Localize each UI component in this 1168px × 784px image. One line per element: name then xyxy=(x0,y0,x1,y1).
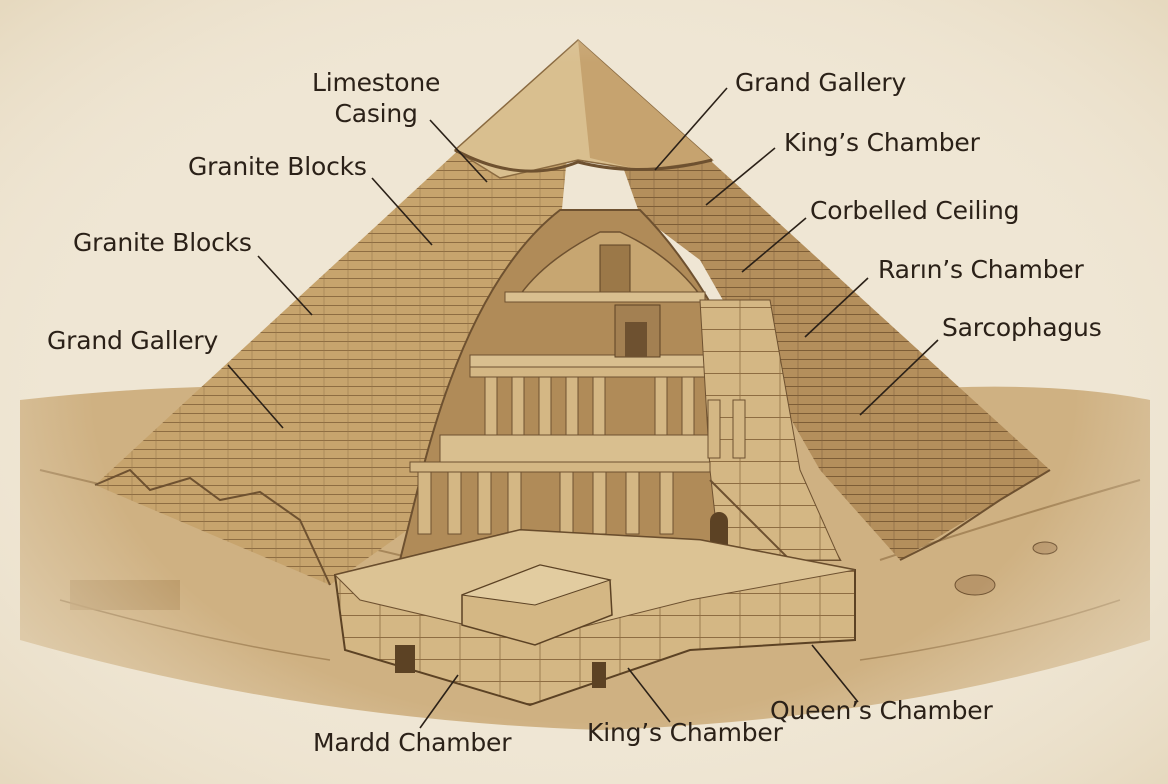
leader-grand-gallery-left xyxy=(227,364,284,429)
leader-rarins-chamber xyxy=(804,277,869,338)
leader-limestone-casing xyxy=(429,119,488,183)
label-mardd-chamber: Mardd Chamber xyxy=(313,728,512,757)
label-grand-gallery-left: Grand Gallery xyxy=(47,326,219,355)
leader-mardd-chamber xyxy=(419,674,459,729)
leader-kings-chamber-lower xyxy=(627,667,671,723)
label-kings-chamber-upper: King’s Chamber xyxy=(784,128,980,157)
label-rarins-chamber: Rarın’s Chamber xyxy=(878,255,1084,284)
leader-grand-gallery-right xyxy=(654,87,728,171)
label-limestone-casing: Limestone Casing xyxy=(312,68,440,129)
leader-corbelled-ceiling xyxy=(741,217,807,273)
label-limestone-casing-line2: Casing xyxy=(334,98,418,128)
leader-queens-chamber xyxy=(811,644,859,703)
label-sarcophagus: Sarcophagus xyxy=(942,313,1102,342)
label-corbelled-ceiling: Corbelled Ceiling xyxy=(810,196,1020,225)
leader-kings-chamber-upper xyxy=(705,147,776,206)
label-grand-gallery-right: Grand Gallery xyxy=(735,68,907,97)
leader-granite-blocks-lower xyxy=(257,255,313,316)
leader-lines xyxy=(227,87,939,729)
label-limestone-casing-line1: Limestone xyxy=(312,68,441,97)
label-granite-blocks-lower: Granite Blocks xyxy=(73,228,252,257)
label-queens-chamber: Queen’s Chamber xyxy=(770,696,993,725)
label-kings-chamber-lower: King’s Chamber xyxy=(587,718,783,747)
leader-sarcophagus xyxy=(859,339,939,416)
leader-granite-blocks-upper xyxy=(371,177,433,246)
label-granite-blocks-upper: Granite Blocks xyxy=(188,152,367,181)
